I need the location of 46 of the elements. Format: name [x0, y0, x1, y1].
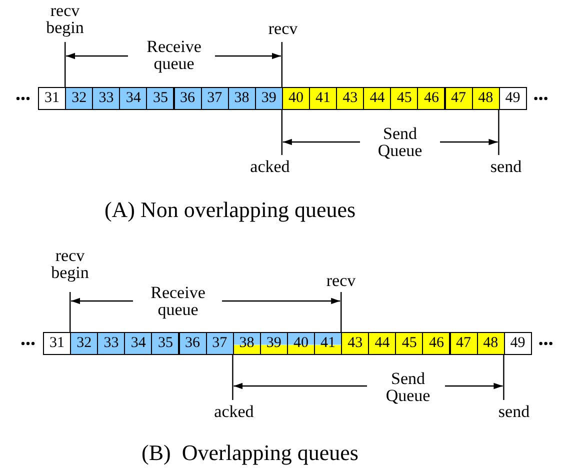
sequence-cell: 47 [450, 332, 478, 355]
sequence-cell: 34 [119, 87, 148, 110]
sequence-cell: 32 [70, 332, 98, 355]
sequence-cell: 31 [38, 87, 66, 110]
queue-label: Send Queue [376, 125, 424, 159]
sequence-cell: 34 [124, 332, 152, 355]
sequence-cell: 41 [309, 87, 338, 110]
sequence-cell: 48 [472, 87, 500, 110]
pointer-label: recv begin [45, 2, 85, 36]
queue-label: Send Queue [384, 370, 432, 404]
panel-caption: (B) Overlapping queues [140, 441, 360, 465]
sequence-cell: 33 [92, 87, 120, 110]
sequence-cell: 46 [422, 332, 450, 355]
pointer-label: acked [213, 403, 255, 420]
pointer-label: send [497, 403, 531, 420]
sequence-cell: 35 [151, 332, 180, 355]
sequence-cell: 45 [395, 332, 424, 355]
sequence-cell: 47 [444, 87, 473, 110]
sequence-cell: 39 [254, 87, 283, 110]
pointer-label: recv begin [50, 247, 90, 281]
sequence-cell: 44 [363, 87, 392, 110]
sequence-cell: 36 [178, 332, 207, 355]
sequence-cell: 40 [282, 87, 310, 110]
queue-label: Receive queue [146, 38, 202, 72]
panel-caption: (A) Non overlapping queues [103, 198, 357, 222]
sequence-cell: 49 [504, 332, 532, 355]
sequence-cell: 48 [476, 332, 505, 355]
queue-label: Receive queue [150, 284, 206, 318]
sequence-cell: 31 [43, 332, 72, 355]
pointer-label: acked [249, 158, 291, 175]
sequence-cell: 45 [390, 87, 418, 110]
pointer-label: send [489, 158, 523, 175]
sequence-cell: 43 [336, 87, 364, 110]
sequence-cell: 32 [65, 87, 94, 110]
sequence-cell: 43 [341, 332, 370, 355]
sequence-cell: 33 [97, 332, 126, 355]
sequence-cell: 37 [206, 332, 234, 355]
pointer-label: recv [267, 20, 299, 37]
sequence-cell: 44 [368, 332, 396, 355]
sequence-cell: 49 [498, 87, 527, 110]
sequence-cell: 38 [228, 87, 256, 110]
pointer-label: recv [325, 272, 357, 289]
sequence-cell: 37 [200, 87, 229, 110]
sequence-cell: 36 [174, 87, 202, 110]
sequence-cell: 46 [417, 87, 446, 110]
sequence-cell: 35 [146, 87, 174, 110]
